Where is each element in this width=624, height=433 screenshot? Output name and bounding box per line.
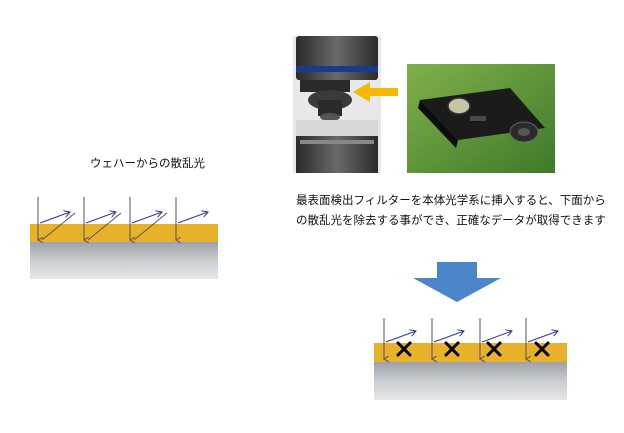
wafer-scatter-caption: ウェハーからの散乱光 xyxy=(90,156,205,170)
right-surface-scatter xyxy=(385,331,558,343)
left-bottom-scatter xyxy=(41,212,168,241)
block-mark-4 xyxy=(534,341,550,357)
block-mark-2 xyxy=(444,341,460,357)
filter-description: 最表面検出フィルターを本体光学系に挿入すると、下面から の散乱光を除去する事がで… xyxy=(296,190,606,230)
left-substrate xyxy=(30,242,218,279)
right-incident-light xyxy=(384,318,526,359)
process-down-arrow xyxy=(413,262,501,302)
filter-description-line-1: 最表面検出フィルターを本体光学系に挿入すると、下面から xyxy=(296,193,606,207)
filter-photo xyxy=(407,64,555,173)
filter-description-line-2: の散乱光を除去する事ができ、正確なデータが取得できます xyxy=(296,213,606,227)
block-mark-3 xyxy=(486,341,502,357)
right-substrate xyxy=(374,362,567,400)
left-film-layer xyxy=(30,224,218,242)
left-incident-light xyxy=(38,197,176,240)
right-wafer-diagram xyxy=(374,318,567,400)
insert-point-arrow xyxy=(353,82,398,102)
left-wafer-diagram xyxy=(30,197,218,279)
right-film-layer xyxy=(374,343,567,362)
blocked-scatter-marks xyxy=(396,341,550,357)
left-surface-scatter xyxy=(39,212,208,224)
microscope-photo xyxy=(293,36,381,173)
block-mark-1 xyxy=(396,341,412,357)
